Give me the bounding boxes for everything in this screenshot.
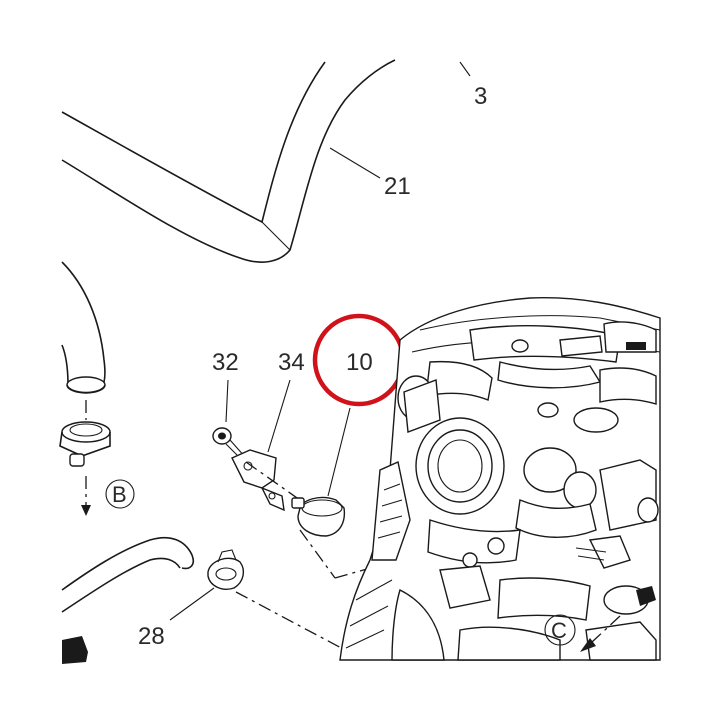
leader-32 xyxy=(225,379,229,423)
callout-28: 28 xyxy=(138,623,165,650)
leader-3 xyxy=(459,61,471,77)
arrow-b xyxy=(81,476,91,516)
hose-left xyxy=(61,261,106,394)
hose-28 xyxy=(61,536,195,613)
leader-10 xyxy=(327,407,351,497)
callout-34: 34 xyxy=(278,349,305,376)
bracket-34 xyxy=(231,449,301,512)
callout-3: 3 xyxy=(474,83,487,110)
hose-21 xyxy=(61,59,396,263)
ref-c-marker: C xyxy=(544,614,576,646)
clamp-10 xyxy=(291,496,346,537)
leader-21 xyxy=(329,147,381,179)
clamp-left xyxy=(59,400,111,467)
hose-end-dark xyxy=(62,636,88,664)
ref-b-label: B xyxy=(112,482,127,507)
callout-21: 21 xyxy=(384,173,411,200)
leader-28 xyxy=(169,587,215,621)
clip-28 xyxy=(207,549,245,590)
ref-c-label: C xyxy=(551,618,567,643)
leader-34 xyxy=(267,379,291,453)
engine-block xyxy=(339,297,661,661)
callout-32: 32 xyxy=(212,349,239,376)
arrow-c xyxy=(580,615,621,652)
ref-b-marker: B xyxy=(105,479,135,509)
callout-10: 10 xyxy=(346,349,373,376)
